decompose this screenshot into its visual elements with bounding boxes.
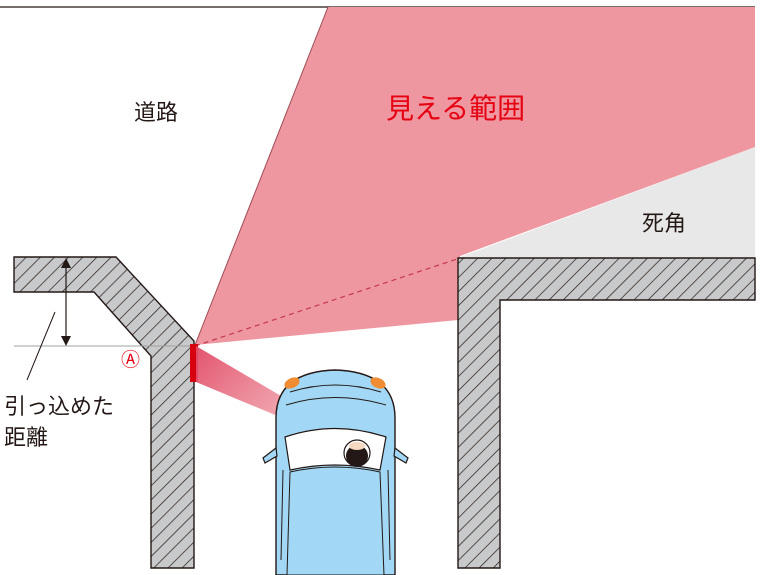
sight-limit-dashed-line xyxy=(194,257,461,347)
blind-spot-area xyxy=(458,147,755,258)
turn-signal-left xyxy=(284,377,300,389)
mirror-mark-label: Ⓐ xyxy=(121,349,140,371)
road-label: 道路 xyxy=(134,101,178,126)
visible-range-area xyxy=(195,7,755,345)
left-wall xyxy=(13,256,195,569)
sight-limit-line xyxy=(194,6,329,346)
mirror-mark xyxy=(190,344,198,382)
visible-range-label: 見える範囲 xyxy=(386,92,525,125)
arrow-down-icon xyxy=(61,336,71,346)
turn-signal-right xyxy=(370,377,386,389)
blind-spot-label: 死角 xyxy=(642,212,686,237)
right-wall xyxy=(457,257,756,569)
setback-distance-label-line2: 距離 xyxy=(4,426,48,451)
driver-head-icon xyxy=(343,439,371,467)
car-topview-icon xyxy=(262,369,409,575)
setback-distance-label-line1: 引っ込めた xyxy=(4,395,114,420)
setback-leader-line xyxy=(26,311,56,381)
arrow-up-icon xyxy=(61,258,71,268)
